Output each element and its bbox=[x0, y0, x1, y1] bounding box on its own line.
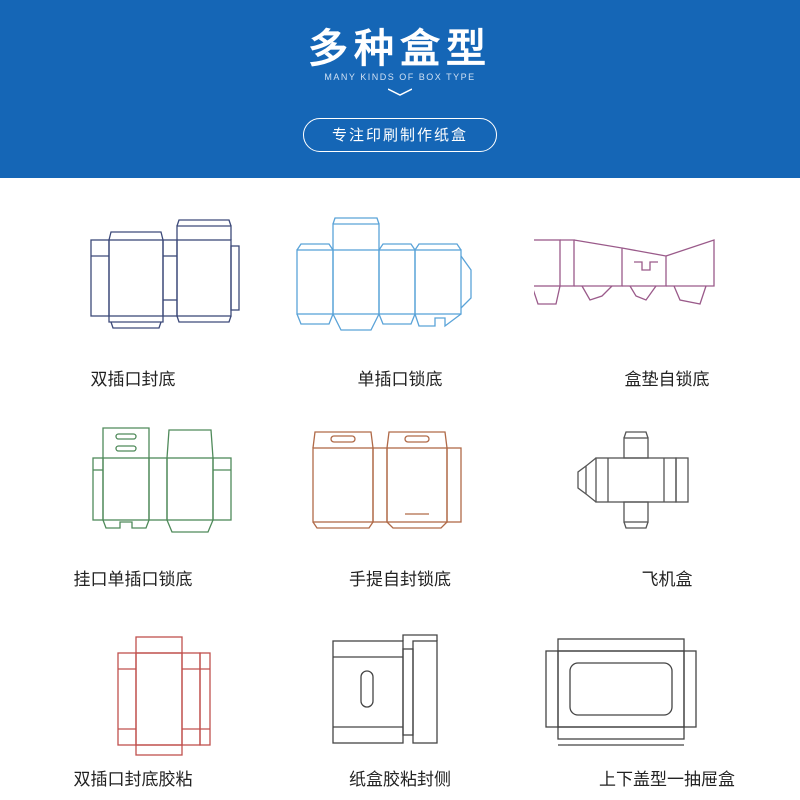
handle-box-dieline-icon bbox=[312, 431, 462, 529]
box-type-label: 双插口封底胶粘 bbox=[73, 770, 193, 790]
box-type-label: 挂口单插口锁底 bbox=[73, 570, 193, 590]
drawer-box-dieline-icon bbox=[545, 638, 697, 746]
glued-tuck-dieline-icon bbox=[117, 636, 211, 756]
box-type-item: 飞机盒 bbox=[534, 410, 800, 610]
box-type-label: 盒垫自锁底 bbox=[624, 370, 710, 390]
box-type-label: 飞机盒 bbox=[641, 570, 693, 590]
box-type-label: 手提自封锁底 bbox=[349, 570, 451, 590]
snap-lock-bottom-dieline-icon bbox=[296, 217, 472, 331]
box-type-item: 盒垫自锁底 bbox=[534, 200, 800, 400]
page-subtitle: MANY KINDS OF BOX TYPE bbox=[324, 72, 476, 82]
box-type-item: 双插口封底 bbox=[0, 200, 266, 400]
box-type-item: 上下盖型一抽屉盒 bbox=[534, 615, 800, 800]
chevron-down-icon bbox=[388, 88, 412, 96]
mailer-box-dieline-icon bbox=[577, 431, 689, 529]
box-type-label: 双插口封底 bbox=[90, 370, 176, 390]
page-title: 多种盒型 bbox=[308, 26, 492, 72]
box-type-item: 手提自封锁底 bbox=[267, 410, 533, 610]
box-type-item: 纸盒胶粘封侧 bbox=[267, 615, 533, 800]
hanger-tuck-dieline-icon bbox=[92, 427, 232, 533]
side-glued-box-dieline-icon bbox=[332, 634, 438, 744]
double-tuck-dieline-icon bbox=[90, 219, 240, 329]
tagline-pill: 专注印刷制作纸盒 bbox=[303, 118, 497, 152]
box-type-label: 上下盖型一抽屉盒 bbox=[599, 770, 735, 790]
box-type-label: 纸盒胶粘封侧 bbox=[349, 770, 451, 790]
box-type-item: 双插口封底胶粘 bbox=[0, 615, 266, 800]
box-type-item: 单插口锁底 bbox=[267, 200, 533, 400]
tray-lock-bottom-dieline-icon bbox=[534, 239, 715, 305]
header-banner: 多种盒型 MANY KINDS OF BOX TYPE 专注印刷制作纸盒 bbox=[0, 0, 800, 178]
box-type-label: 单插口锁底 bbox=[357, 370, 443, 390]
box-type-item: 挂口单插口锁底 bbox=[0, 410, 266, 610]
